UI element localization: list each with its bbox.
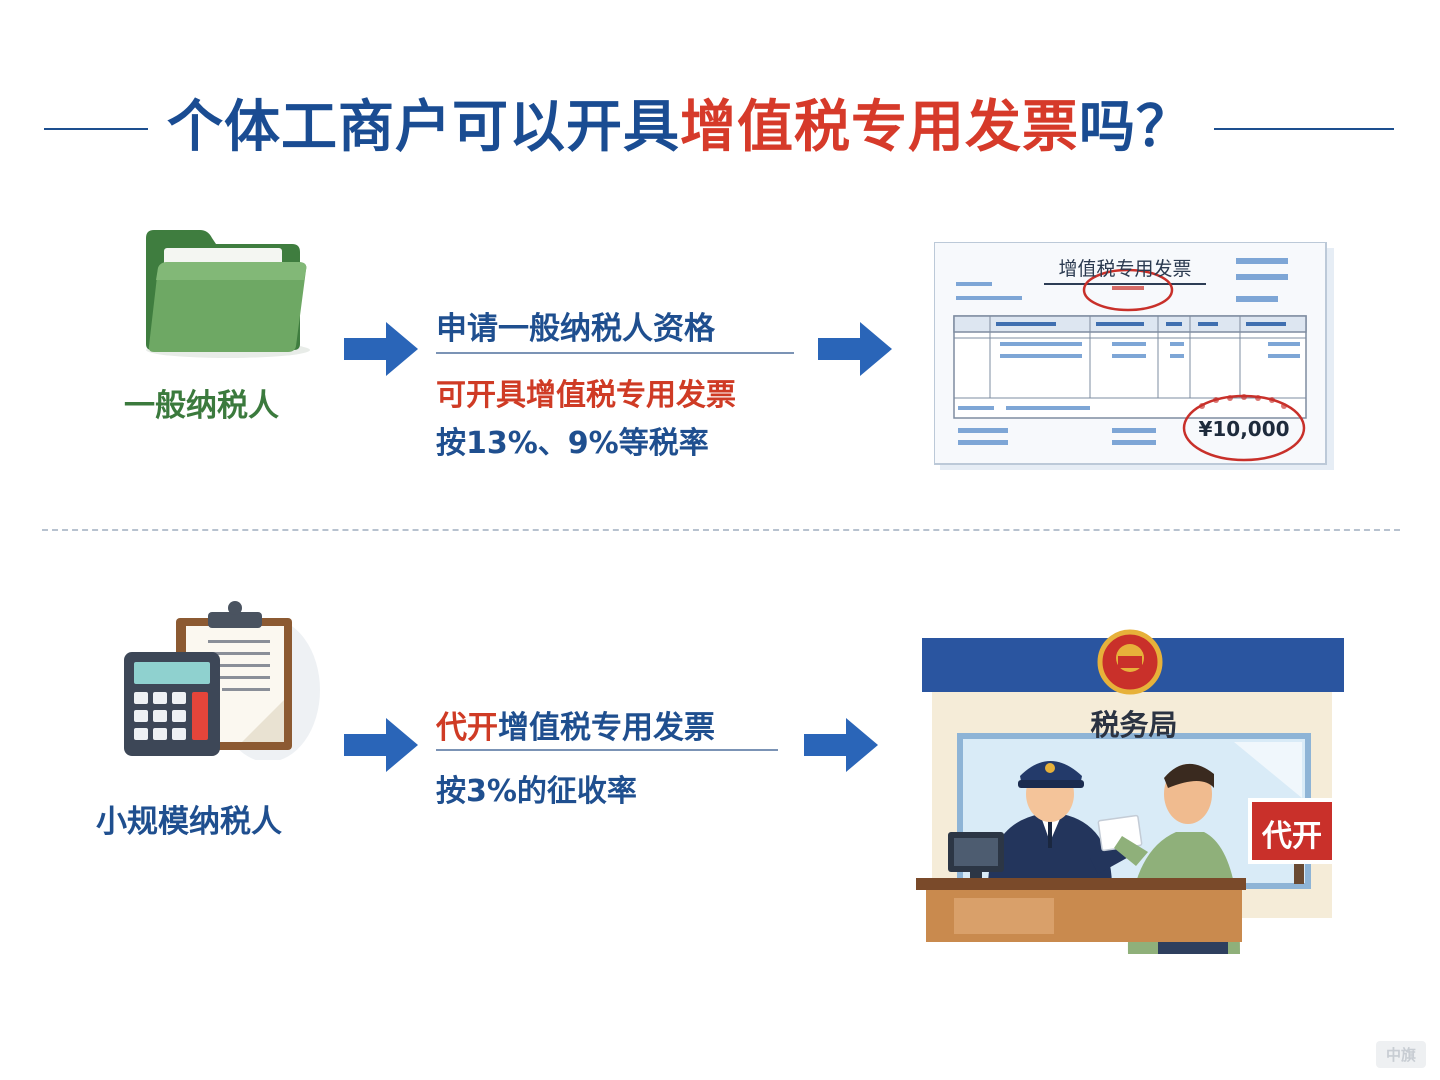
title-highlight: 增值税专用发票 <box>680 95 1079 160</box>
small-step-title-rest: 增值税专用发票 <box>498 710 715 746</box>
arrow-right-icon <box>818 322 892 376</box>
general-taxpayer-label: 一般纳税人 <box>124 388 279 424</box>
tax-office-illustration: 税务局 代开 <box>914 628 1344 954</box>
arrow-right-icon <box>804 718 878 772</box>
small-step-rate: 按3%的征收率 <box>436 774 637 809</box>
invoice-heading: 增值税专用发票 <box>1058 258 1192 280</box>
small-step-title-red: 代开 <box>436 710 498 746</box>
calculator-clipboard-icon <box>124 601 320 760</box>
arrow-right-icon <box>344 322 418 376</box>
arrow-right-icon <box>344 718 418 772</box>
general-step-invoice: 可开具增值税专用发票 <box>436 378 736 413</box>
invoice-amount: ¥10,000 <box>1198 417 1290 441</box>
title-rule-left <box>44 128 148 130</box>
tax-office-name: 税务局 <box>1090 708 1178 742</box>
general-step-title: 申请一般纳税人资格 <box>436 311 715 347</box>
tax-office-sign: 代开 <box>1262 819 1322 854</box>
title-part-1: 个体工商户可以开具 <box>167 95 680 160</box>
invoice-document-icon: 增值税专用发票 ¥10,000 <box>934 242 1336 472</box>
general-step-rate: 按13%、9%等税率 <box>436 426 709 461</box>
page-title: 个体工商户可以开具增值税专用发票吗？ <box>150 88 1210 168</box>
watermark: 中旗 <box>1375 1041 1426 1068</box>
small-taxpayer-label: 小规模纳税人 <box>96 804 282 840</box>
folder-icon <box>146 230 310 358</box>
title-part-2: 吗？ <box>1079 95 1193 160</box>
section-divider <box>42 529 1400 531</box>
small-step-rule <box>436 749 778 751</box>
small-step-title: 代开增值税专用发票 <box>436 702 715 747</box>
title-rule-right <box>1214 128 1394 130</box>
general-step-rule <box>436 352 794 354</box>
